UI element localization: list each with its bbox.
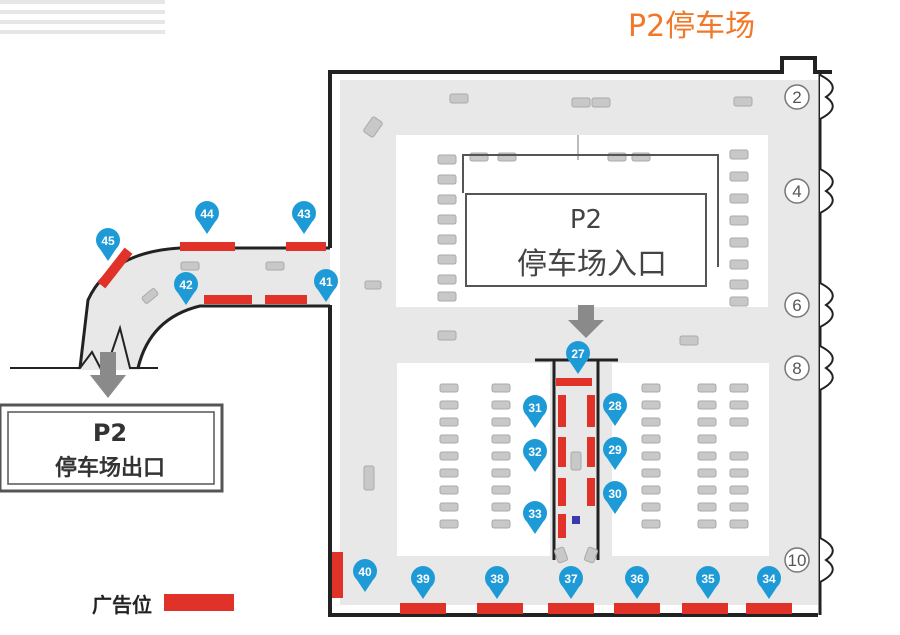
location-pin-icon: 37 bbox=[559, 566, 584, 599]
location-pin-icon: 39 bbox=[410, 566, 435, 599]
location-pin-icon: 31 bbox=[523, 395, 548, 428]
pillar-number: 4 bbox=[792, 182, 801, 201]
pin-number: 29 bbox=[608, 443, 622, 457]
location-pin-icon: 38 bbox=[485, 566, 509, 599]
pillar-circle bbox=[784, 355, 810, 381]
location-pin-icon: 40 bbox=[353, 559, 378, 592]
arrow-down-icon bbox=[568, 305, 604, 338]
location-pin-icon: 30 bbox=[603, 481, 627, 514]
location-pin-icon: 32 bbox=[523, 439, 548, 472]
location-pin-icon: 34 bbox=[757, 566, 782, 599]
pin-number: 28 bbox=[608, 399, 622, 413]
pillar-circle bbox=[784, 84, 810, 110]
pillar-number: 6 bbox=[792, 296, 801, 315]
location-pin-icon: 36 bbox=[625, 566, 650, 599]
pillar-circle bbox=[784, 292, 810, 318]
pin-number: 38 bbox=[490, 572, 504, 586]
legend: 广告位 bbox=[92, 593, 234, 617]
location-pin-icon: 44 bbox=[195, 201, 220, 234]
arrow-down-exit-icon bbox=[90, 352, 126, 398]
pin-number: 37 bbox=[564, 572, 578, 586]
pin-number: 27 bbox=[571, 347, 585, 361]
pillar-marker: 10 bbox=[784, 537, 834, 583]
ad-spots bbox=[97, 242, 792, 614]
location-pin-icon: 35 bbox=[696, 566, 721, 599]
location-pin-icon: 42 bbox=[174, 272, 198, 305]
corner-stripes bbox=[0, 0, 165, 34]
pillar-circle bbox=[784, 547, 810, 573]
location-pins: 27 28 29 30 31 32 33 34 35 36 37 38 39 40 41 42 43 44 45 bbox=[96, 201, 782, 599]
pillar-circle bbox=[784, 178, 810, 204]
pillar-number: 10 bbox=[788, 551, 807, 570]
location-pin-icon: 27 bbox=[566, 341, 590, 374]
pin-number: 44 bbox=[200, 207, 214, 221]
pin-number: 35 bbox=[701, 572, 715, 586]
pin-number: 43 bbox=[297, 207, 311, 221]
pin-number: 42 bbox=[179, 278, 193, 292]
pillar-marker: 8 bbox=[784, 345, 834, 391]
pin-number: 30 bbox=[608, 487, 622, 501]
pin-number: 31 bbox=[528, 401, 542, 415]
legend-label: 广告位 bbox=[92, 593, 152, 617]
entrance-sign: P2 停车场入口 bbox=[462, 154, 719, 287]
exit-label-code: P2 bbox=[93, 419, 127, 447]
parking-stalls bbox=[141, 93, 753, 564]
entrance-label-code: P2 bbox=[570, 205, 602, 235]
aisle-marker bbox=[572, 516, 580, 524]
pin-number: 34 bbox=[762, 572, 776, 586]
pillar-marker: 6 bbox=[784, 282, 834, 328]
pillars: 2 4 6 8 10 bbox=[784, 74, 834, 583]
location-pin-icon: 45 bbox=[96, 228, 120, 261]
pin-number: 33 bbox=[528, 507, 542, 521]
entrance-label-text: 停车场入口 bbox=[517, 247, 667, 282]
pillar-marker: 2 bbox=[784, 74, 834, 120]
legend-ad-swatch bbox=[164, 594, 234, 611]
pin-number: 40 bbox=[358, 565, 372, 579]
location-pin-icon: 28 bbox=[603, 393, 627, 426]
location-pin-icon: 43 bbox=[292, 201, 317, 234]
map-title: P2停车场 bbox=[628, 9, 755, 44]
pin-number: 41 bbox=[319, 275, 333, 289]
exit-label-text: 停车场出口 bbox=[55, 455, 165, 481]
exit-sign: P2 停车场出口 bbox=[0, 403, 224, 493]
pin-number: 32 bbox=[528, 445, 542, 459]
location-pin-icon: 41 bbox=[314, 269, 338, 302]
pillar-number: 8 bbox=[792, 359, 801, 378]
pin-number: 36 bbox=[630, 572, 644, 586]
location-pin-icon: 33 bbox=[523, 501, 548, 534]
pin-number: 45 bbox=[101, 234, 115, 248]
building bbox=[328, 56, 832, 617]
pillar-marker: 4 bbox=[784, 168, 834, 214]
pillar-number: 2 bbox=[792, 88, 801, 107]
pin-number: 39 bbox=[416, 572, 430, 586]
location-pin-icon: 29 bbox=[603, 437, 627, 470]
